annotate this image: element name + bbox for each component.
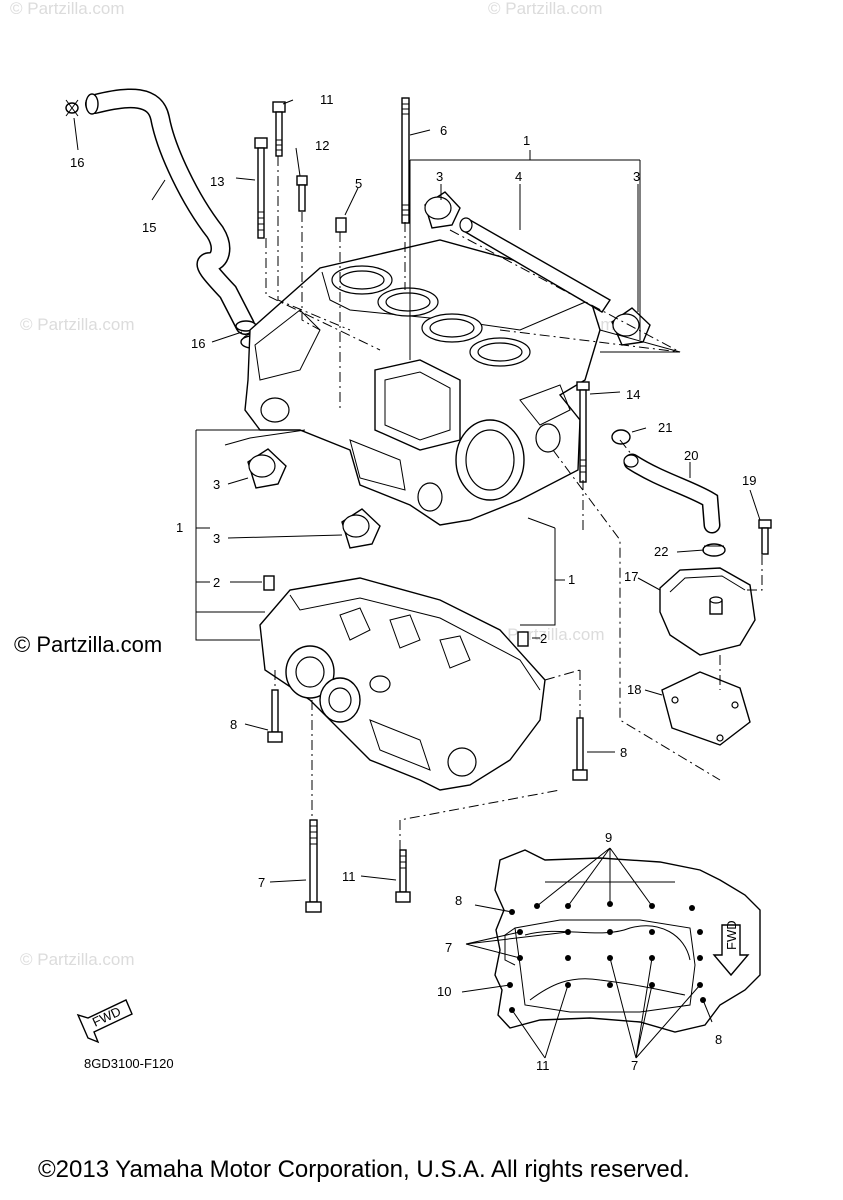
alignment-lines [265, 156, 763, 850]
watermark-top-left: © Partzilla.com [10, 0, 125, 18]
fwd-arrow-inset: FWD [712, 920, 750, 977]
callout-16-bottom: 16 [191, 336, 205, 351]
callout-19: 19 [742, 473, 756, 488]
callout-8-left: 8 [230, 717, 237, 732]
callout-2-left: 2 [213, 575, 220, 590]
callout-8-inset-right: 8 [715, 1032, 722, 1047]
callout-1-left: 1 [176, 520, 183, 535]
callout-7-inset-bottom: 7 [631, 1058, 638, 1073]
callout-7: 7 [258, 875, 265, 890]
watermark-top-right: © Partzilla.com [488, 0, 603, 18]
callout-3-top-left: 3 [436, 169, 443, 184]
bolt-8-right [572, 717, 588, 781]
callout-3-mid: 3 [213, 477, 220, 492]
callout-21: 21 [658, 420, 672, 435]
callout-13: 13 [210, 174, 224, 189]
cover-17 [659, 567, 756, 656]
bolt-7 [305, 819, 322, 913]
callout-2-right: 2 [540, 631, 547, 646]
watermark-low-left: © Partzilla.com [20, 950, 135, 969]
gasket-18 [661, 671, 751, 746]
callout-22: 22 [654, 544, 668, 559]
callout-11-inset: 11 [536, 1058, 550, 1073]
watermark-mid-left: © Partzilla.com [20, 315, 135, 334]
callout-4: 4 [515, 169, 522, 184]
dowel-2-right [517, 631, 529, 647]
bushing-3-lower [341, 508, 381, 549]
bushing-3-mid [247, 448, 287, 489]
callout-8-inset-left: 8 [455, 893, 462, 908]
diagram-code: 8GD3100-F120 [84, 1056, 174, 1071]
callout-3-lower: 3 [213, 531, 220, 546]
bushing-3-upper-left [424, 191, 461, 229]
callout-20: 20 [684, 448, 698, 463]
bolt-8-left [267, 689, 283, 743]
pipe-4 [459, 217, 611, 313]
callout-11-lower: 11 [342, 869, 356, 884]
hose-20 [623, 453, 721, 534]
bottom-view-inset: FWD [461, 847, 761, 1059]
lower-crankcase [259, 577, 546, 791]
dowel-5 [335, 217, 347, 233]
callout-labels: 1 3 4 3 11 12 13 5 6 16 15 16 14 21 20 1… [70, 92, 756, 1073]
callout-1-right: 1 [568, 572, 575, 587]
bolt-11-top [272, 101, 286, 157]
bolt-11-lower [395, 849, 411, 903]
bolt-19 [758, 519, 772, 555]
callout-17: 17 [624, 569, 638, 584]
fwd-arrow: FWD [76, 999, 133, 1044]
callout-1-top: 1 [523, 133, 530, 148]
callout-12: 12 [315, 138, 329, 153]
clamp-21 [611, 429, 631, 445]
callout-11-top: 11 [320, 92, 334, 107]
clamp-22 [702, 543, 726, 557]
callout-15: 15 [142, 220, 156, 235]
dowel-2-left [263, 575, 275, 591]
watermark-group: © Partzilla.com © Partzilla.com © Partzi… [10, 0, 655, 969]
stud-6 [401, 97, 410, 224]
callout-18: 18 [627, 682, 641, 697]
callout-16-top: 16 [70, 155, 84, 170]
callout-5: 5 [355, 176, 362, 191]
callout-8-right: 8 [620, 745, 627, 760]
hose-clamp-16-top [65, 99, 79, 117]
bolt-13 [254, 137, 268, 239]
callout-3-top-right: 3 [633, 169, 640, 184]
bolt-12 [296, 175, 308, 212]
callout-9-inset: 9 [605, 830, 612, 845]
leader-lines [73, 99, 761, 883]
callout-14: 14 [626, 387, 640, 402]
callout-6: 6 [440, 123, 447, 138]
hose-15 [85, 88, 257, 335]
copyright-notice: ©2013 Yamaha Motor Corporation, U.S.A. A… [38, 1156, 690, 1183]
upper-crankcase [244, 239, 601, 526]
fwd-inset-label: FWD [724, 920, 739, 950]
callout-10-inset: 10 [437, 984, 451, 999]
watermark-large: © Partzilla.com [14, 632, 162, 657]
callout-7-inset-left: 7 [445, 940, 452, 955]
